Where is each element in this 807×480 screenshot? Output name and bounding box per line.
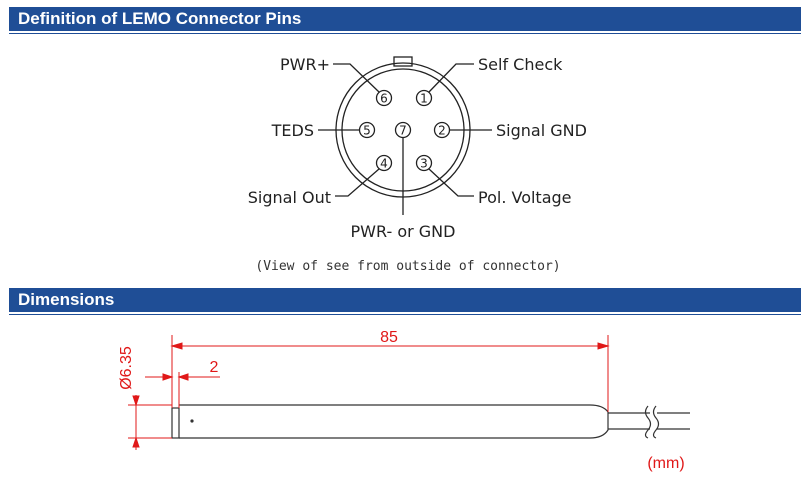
view-note: (View of see from outside of connector) xyxy=(255,259,560,274)
dim-tip-label: 2 xyxy=(210,359,219,376)
dim-diameter-label: Ø6.35 xyxy=(118,346,135,390)
label-teds: TEDS xyxy=(271,121,314,140)
pin-number-5: 5 xyxy=(363,124,371,138)
label-pol-voltage: Pol. Voltage xyxy=(478,188,572,207)
leader-pin1 xyxy=(428,63,474,93)
section-header-dimensions: Dimensions xyxy=(9,288,801,315)
pin-number-3: 3 xyxy=(420,157,428,171)
pin-1-circle xyxy=(415,89,433,107)
label-signal-out: Signal Out xyxy=(248,188,331,207)
sensor-drawing xyxy=(171,404,690,439)
pin-number-6: 6 xyxy=(380,92,388,106)
sensor-body xyxy=(179,404,609,439)
unit-label: (mm) xyxy=(647,455,684,472)
label-signal-gnd: Signal GND xyxy=(496,121,587,140)
dimension-lines xyxy=(128,335,610,450)
label-pwr-minus-gnd: PWR- or GND xyxy=(351,222,456,241)
pin-number-4: 4 xyxy=(380,157,388,171)
sensor-tip xyxy=(171,407,180,439)
pin-2-circle xyxy=(433,121,451,139)
pin-4-circle xyxy=(375,154,393,172)
section-header-pins: Definition of LEMO Connector Pins xyxy=(9,7,801,34)
leader-pin4 xyxy=(335,168,380,197)
pin-7-circle xyxy=(394,121,412,139)
connector-key xyxy=(393,56,413,67)
cable-break-right xyxy=(652,405,660,439)
leader-pin6 xyxy=(333,63,380,93)
label-self-check: Self Check xyxy=(478,55,563,74)
dim-length-label: 85 xyxy=(380,329,398,346)
pin-number-1: 1 xyxy=(420,92,428,106)
pin-number-7: 7 xyxy=(399,124,407,138)
sensor-marking-dot xyxy=(190,419,194,423)
pin-5-circle xyxy=(358,121,376,139)
label-pwr-plus: PWR+ xyxy=(280,55,330,74)
pin-3-circle xyxy=(415,154,433,172)
leader-pin3 xyxy=(428,168,474,197)
pin-number-2: 2 xyxy=(438,124,446,138)
connector-diagram xyxy=(318,56,492,215)
cable-break-left xyxy=(644,405,652,439)
pin-6-circle xyxy=(375,89,393,107)
